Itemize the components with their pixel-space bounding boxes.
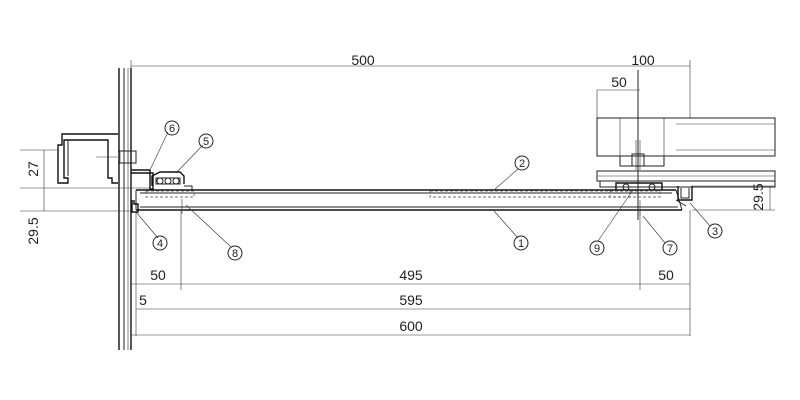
dim-left-27: 27 — [25, 161, 41, 177]
wall — [118, 68, 132, 350]
dim-bottom-5: 5 — [139, 292, 147, 308]
dim-top-100: 100 — [631, 52, 655, 68]
left-angle-bracket — [131, 169, 154, 190]
callout-1: 1 — [513, 235, 529, 251]
left-edge-trim — [131, 200, 139, 213]
callout-6-label: 6 — [169, 123, 175, 135]
callout-3-label: 3 — [712, 226, 718, 238]
callout-5-label: 5 — [203, 136, 209, 148]
callout-6: 6 — [164, 120, 180, 136]
right-structure — [596, 117, 776, 188]
left-panel-screw — [178, 199, 186, 214]
left-panel-clip — [150, 171, 193, 191]
extension-lines — [20, 60, 775, 336]
right-hanger-bolt — [631, 70, 645, 220]
dim-top-50: 50 — [611, 74, 627, 90]
callout-8-label: 8 — [232, 248, 238, 260]
dim-bottom-595: 595 — [399, 292, 423, 308]
dim-left-29-5: 29.5 — [25, 217, 41, 244]
dim-right-29-5: 29.5 — [750, 183, 766, 210]
right-panel-clip — [615, 182, 663, 191]
callout-1-label: 1 — [518, 238, 524, 250]
dim-bottom-600: 600 — [399, 318, 423, 334]
callout-leaders — [135, 131, 711, 248]
callout-3: 3 — [707, 223, 723, 239]
left-screw — [96, 150, 137, 164]
dim-bottom-495: 495 — [399, 267, 423, 283]
callout-9: 9 — [589, 240, 605, 256]
ceiling-panel — [135, 189, 683, 211]
callout-4: 4 — [152, 235, 168, 251]
callout-7-label: 7 — [667, 243, 673, 255]
right-edge-trim — [675, 186, 693, 207]
callout-9-label: 9 — [594, 243, 600, 255]
dim-bottom-left-50: 50 — [150, 267, 166, 283]
dim-bottom-right-50: 50 — [658, 267, 674, 283]
callout-2-label: 2 — [519, 158, 525, 170]
callout-2: 2 — [514, 155, 530, 171]
callout-8: 8 — [227, 245, 243, 261]
callout-7: 7 — [662, 240, 678, 256]
dim-top-500: 500 — [351, 52, 375, 68]
callout-4-label: 4 — [157, 238, 163, 250]
callout-5: 5 — [198, 133, 214, 149]
left-c-channel — [57, 133, 118, 184]
